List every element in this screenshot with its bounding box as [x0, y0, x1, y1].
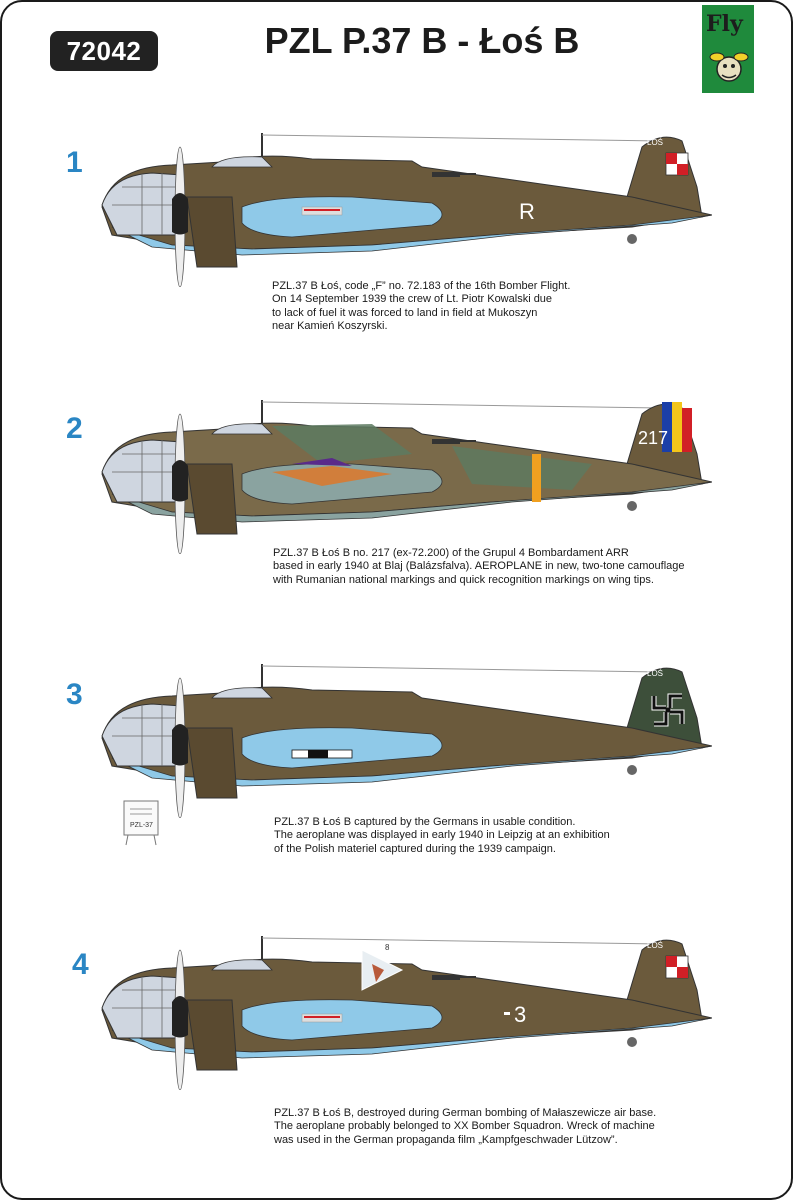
- caption-3-line: PZL.37 B Łoś B captured by the Germans i…: [274, 816, 576, 828]
- code-marking-1: R: [519, 199, 535, 224]
- profile-number-2: 2: [66, 412, 83, 445]
- page-title: PZL P.37 B - Łoś B: [264, 20, 580, 61]
- profile-number-4: 4: [72, 948, 89, 981]
- aircraft-profile-3: ŁOŚ: [101, 664, 712, 818]
- caption-2: PZL.37 B Łoś B no. 217 (ex-72.200) of th…: [273, 547, 685, 587]
- fin-text-1: ŁOŚ: [647, 138, 663, 147]
- caption-4-line: PZL.37 B Łoś B, destroyed during German …: [274, 1107, 657, 1119]
- caption-2-line: PZL.37 B Łoś B no. 217 (ex-72.200) of th…: [273, 547, 629, 559]
- caption-3-line: of the Polish materiel captured during t…: [274, 842, 556, 855]
- balkenkreuz-icon: [291, 749, 353, 759]
- squadron-emblem-icon: [361, 949, 404, 991]
- caption-1: PZL.37 B Łoś, code „F” no. 72.183 of the…: [272, 280, 570, 334]
- caption-1-line: PZL.37 B Łoś, code „F” no. 72.183 of the…: [272, 280, 571, 292]
- aircraft-profile-4: ŁOŚ 8 3: [101, 936, 712, 1090]
- caption-2-line: with Rumanian national markings and quic…: [273, 573, 654, 586]
- swastika-marking-icon: [651, 693, 685, 727]
- profile-number-3: 3: [66, 678, 83, 711]
- logo-text: Fly: [706, 11, 743, 37]
- bee-mascot-icon: [709, 52, 749, 82]
- caption-4-line: was used in the German propaganda film „…: [274, 1133, 618, 1146]
- code-marking-2: 217: [638, 428, 668, 448]
- caption-3-line: The aeroplane was displayed in early 194…: [274, 829, 610, 842]
- fin-text-4: ŁOŚ: [647, 941, 663, 950]
- aircraft-profile-1: ŁOŚ R: [101, 133, 712, 287]
- caption-4: PZL.37 B Łoś B, destroyed during German …: [274, 1107, 656, 1147]
- caption-4-line: The aeroplane probably belonged to XX Bo…: [274, 1120, 655, 1133]
- fly-logo: Fly: [702, 5, 754, 93]
- catalog-number-badge: 72042: [50, 31, 158, 71]
- emblem-number: 8: [385, 943, 390, 952]
- fin-text-3: ŁOŚ: [647, 669, 663, 678]
- aircraft-profile-2: 217: [101, 400, 712, 554]
- caption-1-line: On 14 September 1939 the crew of Lt. Pio…: [272, 293, 553, 306]
- caption-3: PZL.37 B Łoś B captured by the Germans i…: [274, 816, 610, 856]
- caption-1-line: to lack of fuel it was forced to land in…: [272, 306, 538, 319]
- caption-1-line: near Kamień Koszyrski.: [272, 320, 388, 333]
- exhibition-placard: PZL-37: [123, 800, 159, 846]
- code-marking-4: 3: [514, 1002, 526, 1027]
- placard-text: PZL-37: [130, 822, 153, 829]
- caption-2-line: based in early 1940 at Blaj (Balázsfalva…: [273, 560, 685, 573]
- profile-number-1: 1: [66, 146, 83, 179]
